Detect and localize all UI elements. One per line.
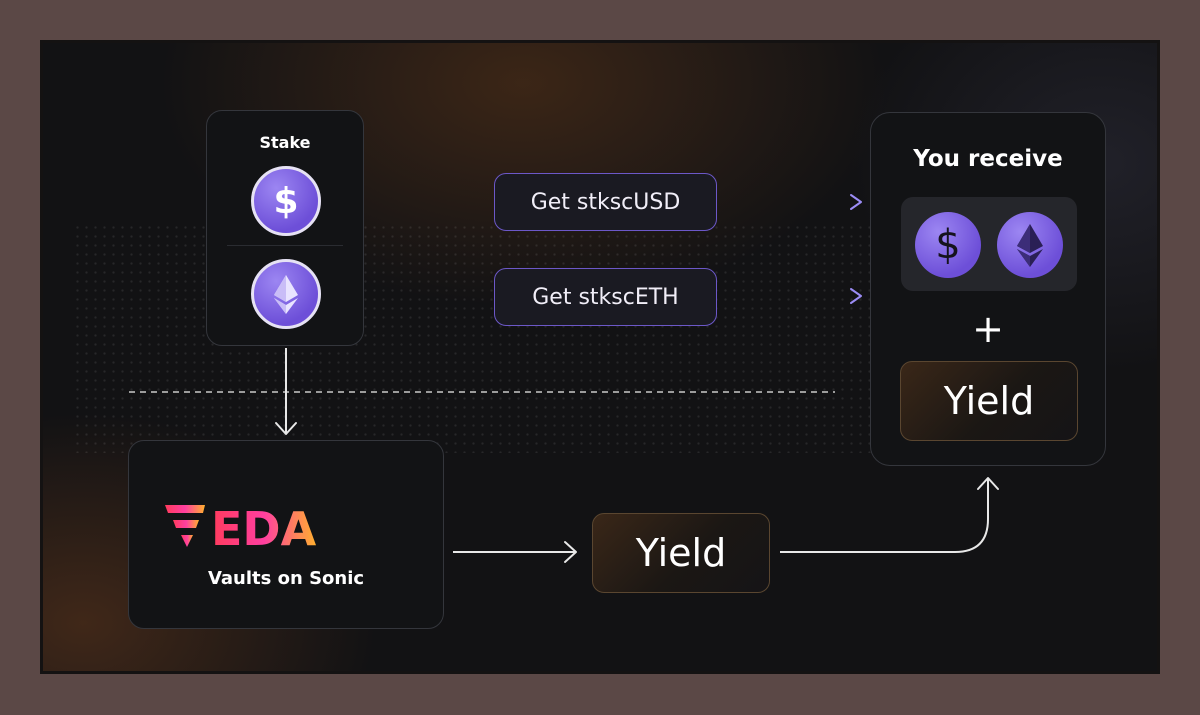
diagram-layer: Stake $ Get stkscUSD Get stkscETH You r xyxy=(43,43,1157,671)
ethereum-coin-icon xyxy=(997,212,1063,278)
receive-panel: You receive $ + Yield xyxy=(870,112,1106,466)
stake-to-veda-arrowhead xyxy=(275,422,297,435)
get-stkscusd-label: Get stkscUSD xyxy=(494,173,717,231)
receive-yield-label: Yield xyxy=(900,361,1078,441)
veda-subtitle: Vaults on Sonic xyxy=(207,568,365,589)
usd-route-arrowhead xyxy=(850,194,862,210)
veda-to-yield-arrowhead xyxy=(564,541,577,563)
dollar-coin-icon: $ xyxy=(251,166,321,236)
ethereum-coin-icon xyxy=(251,259,321,329)
veda-logo: EDA xyxy=(165,502,317,551)
receive-title: You receive xyxy=(913,146,1063,172)
connector-arrows xyxy=(129,194,999,563)
svg-text:$: $ xyxy=(935,222,960,268)
plus-sign: + xyxy=(972,307,1004,351)
stake-panel: Stake $ xyxy=(206,110,364,346)
diagram-canvas: Stake $ Get stkscUSD Get stkscETH You r xyxy=(40,40,1160,674)
vault-yield-label: Yield xyxy=(592,513,770,593)
yield-to-receive-arrowhead xyxy=(977,477,999,490)
yield-to-receive-line xyxy=(780,479,989,553)
eth-route-arrowhead xyxy=(850,288,862,304)
received-coins-tray: $ xyxy=(901,197,1077,291)
stake-title: Stake xyxy=(259,133,311,152)
veda-panel: EDA Vaults on Sonic xyxy=(128,440,444,629)
svg-text:$: $ xyxy=(273,181,298,222)
dollar-coin-icon: $ xyxy=(915,212,981,278)
veda-logo-text: EDA xyxy=(211,502,317,551)
get-stksceth-label: Get stkscETH xyxy=(494,268,717,326)
stake-divider xyxy=(227,245,343,246)
